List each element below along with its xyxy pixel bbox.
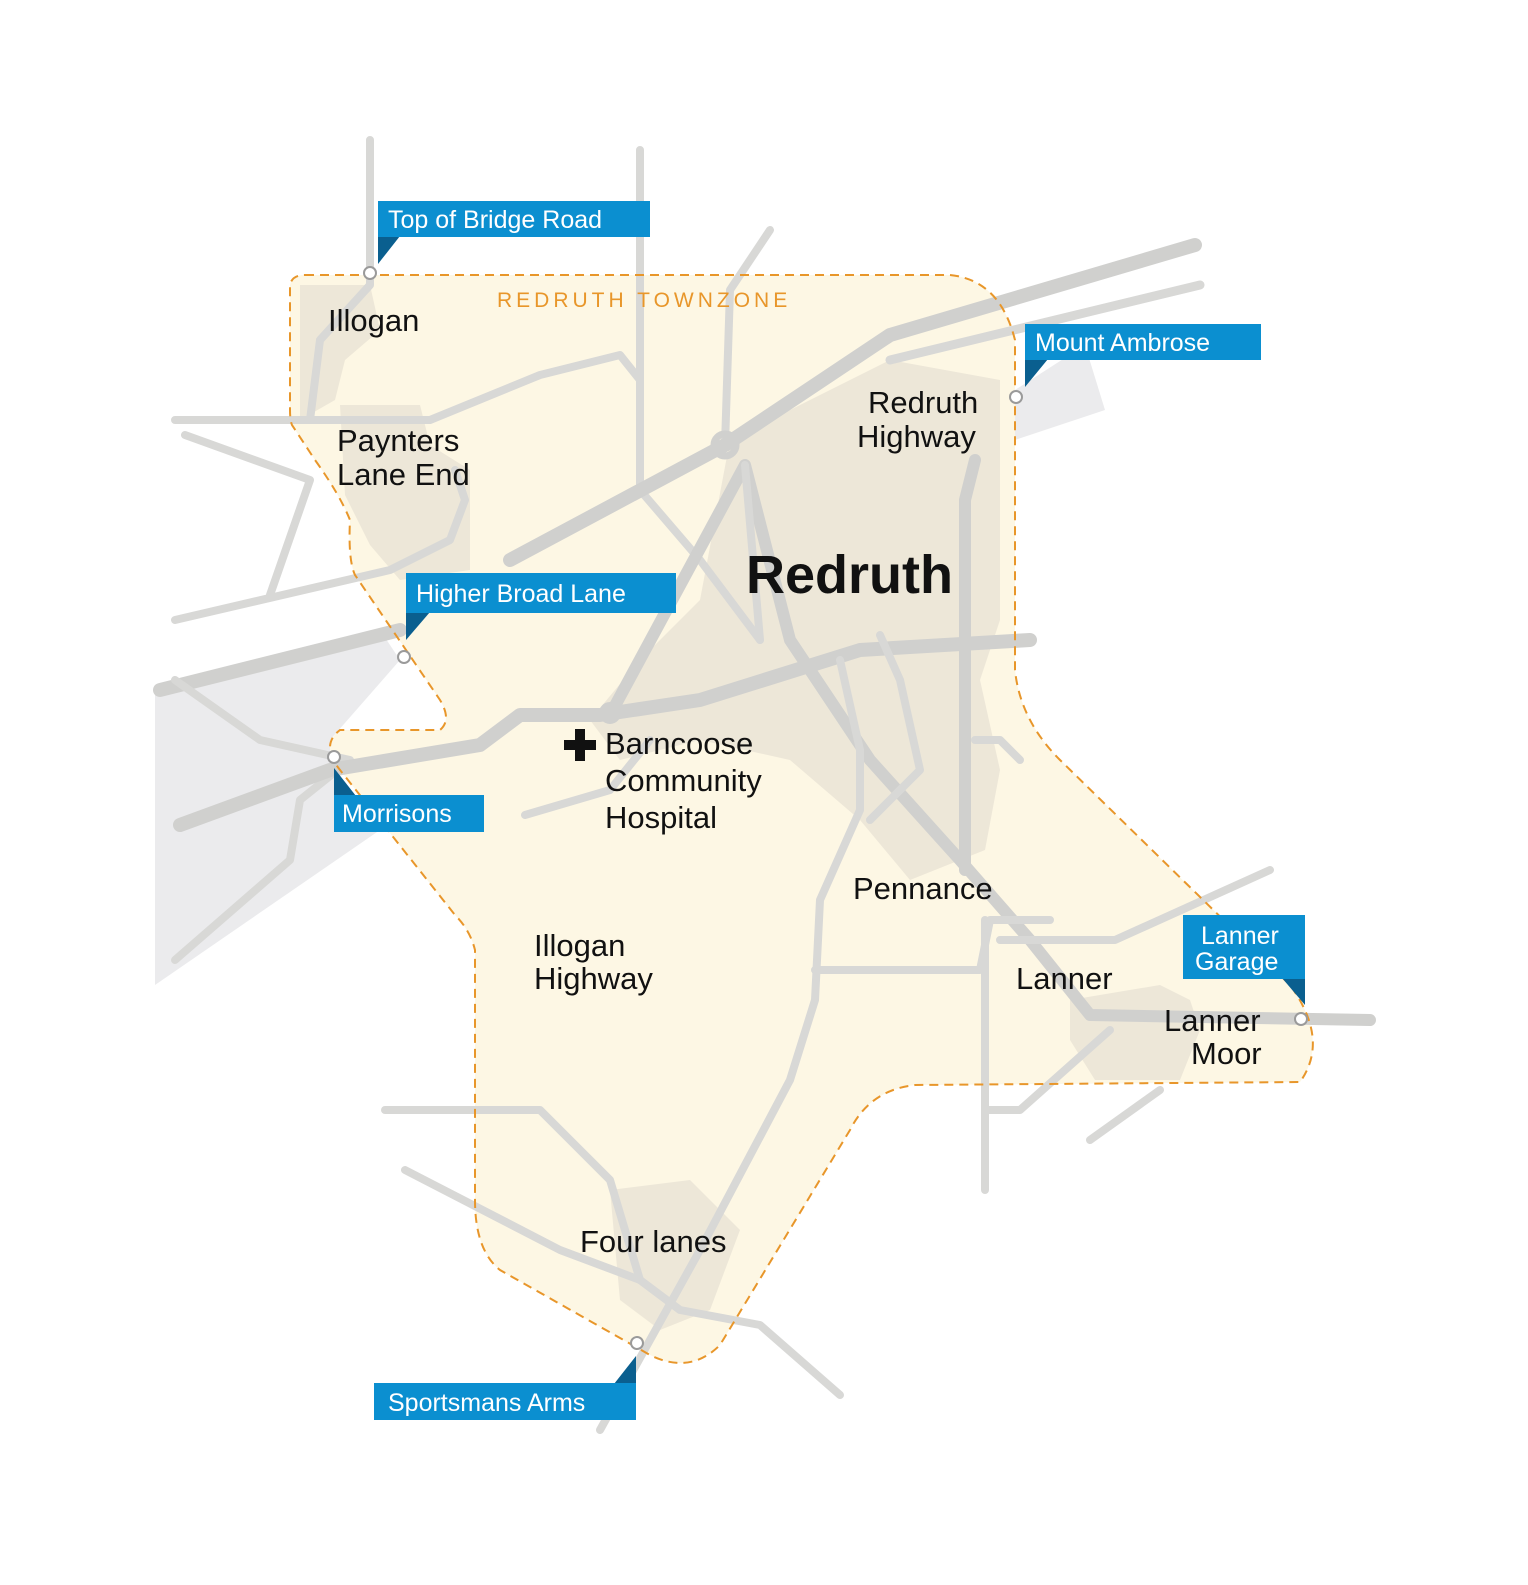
stop-flag [614,1356,636,1384]
place-four-lanes: Four lanes [580,1224,726,1259]
stop-higher-broad-lane[interactable]: Higher Broad Lane [397,573,676,664]
stop-sportsmans-arms[interactable]: Sportsmans Arms [374,1336,644,1420]
stop-flag [334,768,356,796]
place-hospital-line2: Community [605,763,762,798]
stop-label-mount-ambrose: Mount Ambrose [1035,329,1210,357]
stop-label-box [334,795,484,832]
road [741,461,764,644]
stop-label-box [1025,324,1261,360]
stop-flag [378,236,400,264]
road [181,431,314,599]
place-lanner: Lanner [1016,961,1113,996]
stop-marker [630,1336,644,1350]
stop-label-box [1183,915,1305,979]
place-labels: Illogan Paynters Lane End Redruth Redrut… [328,303,1262,1259]
road [959,454,981,876]
place-illogan-highway-line2: Highway [534,961,653,996]
place-redruth-highway-line1: Redruth [868,385,978,420]
road [981,1026,1114,1114]
outside-area-west [155,630,400,985]
road [173,633,1037,832]
urban-areas [300,285,1200,1330]
urban-lanner [1070,985,1200,1080]
road [596,656,864,1434]
bus-stops: Top of Bridge Road Mount Ambrose Higher … [327,201,1308,1420]
place-hospital-line3: Hospital [605,800,717,835]
urban-illogan [300,285,380,420]
stop-label-sportsmans-arms: Sportsmans Arms [388,1389,585,1417]
place-lanner-moor-line1: Lanner [1164,1003,1261,1038]
place-paynters-line2: Lane End [337,457,470,492]
place-lanner-moor-line2: Moor [1191,1036,1262,1071]
road [381,1106,644,1284]
outside-area-northeast [1015,345,1105,440]
road [1086,1086,1164,1144]
stop-flag [1025,359,1048,387]
road [604,459,1376,1026]
stop-top-of-bridge-road[interactable]: Top of Bridge Road [363,201,650,280]
road [171,676,354,964]
place-paynters-line1: Paynters [337,423,459,458]
road [306,136,374,424]
place-illogan: Illogan [328,303,419,338]
stop-label-lanner-garage-line1: Lanner [1201,922,1279,950]
stop-marker [1294,1012,1308,1026]
urban-redruth [590,360,1000,880]
townzone-boundary [289,274,1314,1364]
place-pennance: Pennance [853,871,993,906]
roundabout [599,702,621,724]
road [503,238,1202,567]
stop-lanner-garage[interactable]: Lanner Garage [1183,915,1308,1026]
roundabout [710,430,740,460]
stop-label-lanner-garage-line2: Garage [1195,948,1278,976]
stop-marker [397,650,411,664]
stop-mount-ambrose[interactable]: Mount Ambrose [1009,324,1261,404]
road [171,466,469,624]
stop-morrisons[interactable]: Morrisons [327,750,484,832]
road [971,736,1024,764]
road [636,1276,844,1399]
road [153,623,407,697]
place-redruth: Redruth [746,545,953,605]
place-illogan-highway-line1: Illogan [534,928,625,963]
stop-label-box [374,1383,636,1420]
stop-flag [406,612,430,640]
road [521,736,654,819]
road [866,631,924,824]
road [721,226,774,449]
road [885,280,1205,365]
road [996,866,1274,944]
stop-label-higher-broad-lane: Higher Broad Lane [416,580,626,608]
stop-marker [363,266,377,280]
stop-marker [327,750,341,764]
townzone-label: REDRUTH TOWNZONE [497,289,791,312]
stop-flag [1282,978,1305,1005]
stop-label-morrisons: Morrisons [342,800,452,828]
road [636,146,764,644]
stop-label-box [406,573,676,613]
stop-marker [1009,390,1023,404]
place-redruth-highway-line2: Highway [857,419,976,454]
place-hospital-line1: Barncoose [605,726,753,761]
hospital-cross-icon [564,729,596,761]
road [171,351,644,424]
road [401,1166,644,1284]
urban-paynters [340,405,470,580]
stop-label-box [378,201,650,237]
road-network [153,136,1376,1434]
stop-label-top-of-bridge-road: Top of Bridge Road [388,206,602,234]
urban-four-lanes [610,1180,740,1330]
